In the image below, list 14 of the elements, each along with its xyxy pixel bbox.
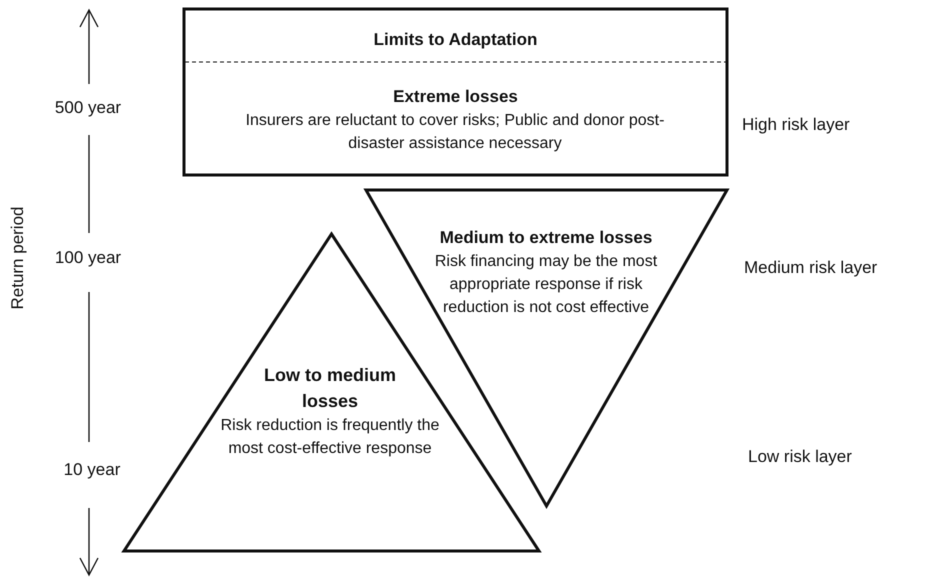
layer-label: Low risk layer: [748, 447, 852, 467]
heading: Extreme losses: [392, 86, 519, 108]
heading: Low to medium losses: [263, 364, 397, 413]
description: Risk reduction is frequently the most cost-effective response: [220, 416, 440, 459]
tick-label: 500 year: [54, 98, 122, 118]
layer-label: Medium risk layer: [744, 258, 878, 278]
heading: Medium to extreme losses: [438, 227, 654, 249]
description: Risk financing may be the most appropriate response if risk reduction is not cost effective: [434, 252, 658, 318]
tick-label: 100 year: [54, 248, 122, 268]
tick-label: 10 year: [64, 460, 120, 480]
description: Insurers are reluctant to cover risks; Public and donor post-disaster assistance necessary: [245, 111, 665, 154]
layer-label: High risk layer: [742, 115, 850, 135]
heading: Limits to Adaptation: [372, 29, 538, 51]
axis-title: Return period: [8, 206, 28, 310]
